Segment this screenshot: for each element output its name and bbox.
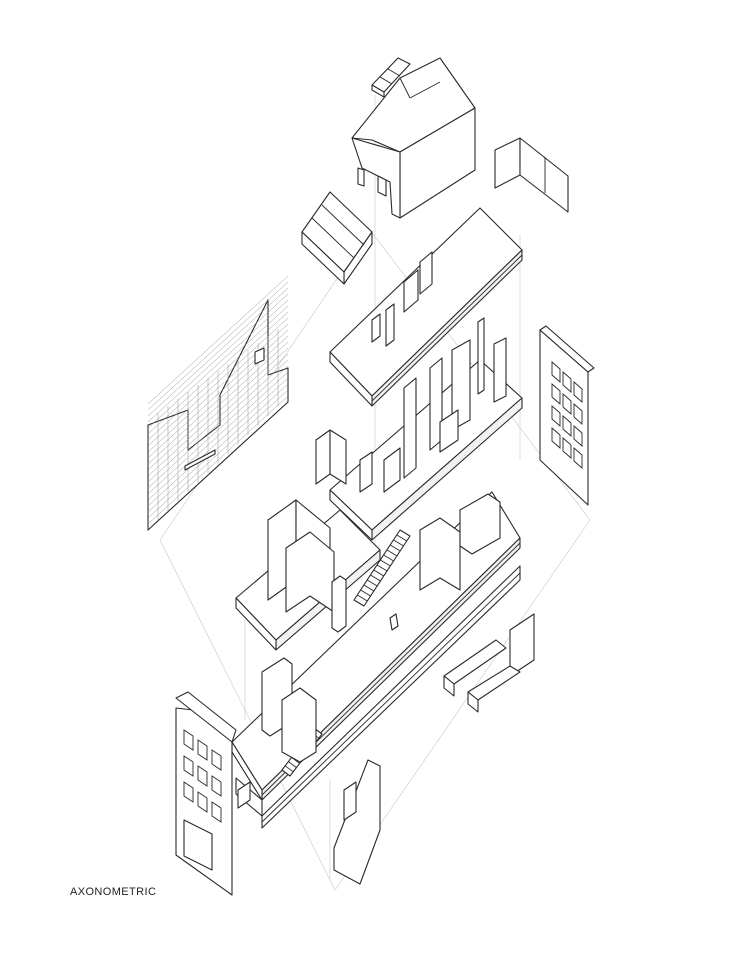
fireplace-mass [261, 657, 317, 763]
front-facade [539, 325, 595, 506]
stair-wall [333, 759, 381, 885]
street-facade [175, 691, 237, 896]
cellar-slab [235, 565, 521, 829]
parapet-wall [494, 137, 569, 213]
drawing-caption: AXONOMETRIC [70, 886, 157, 898]
stair-bulkhead [301, 191, 373, 285]
stair-run [353, 529, 411, 607]
second-floor-slab [315, 317, 523, 541]
first-floor-slab [235, 499, 381, 651]
skylight-block [371, 57, 411, 98]
rear-facade [147, 275, 289, 531]
kitchen-counters [443, 613, 535, 713]
third-floor-slab [329, 207, 523, 407]
roof-bulkhead [351, 57, 476, 219]
